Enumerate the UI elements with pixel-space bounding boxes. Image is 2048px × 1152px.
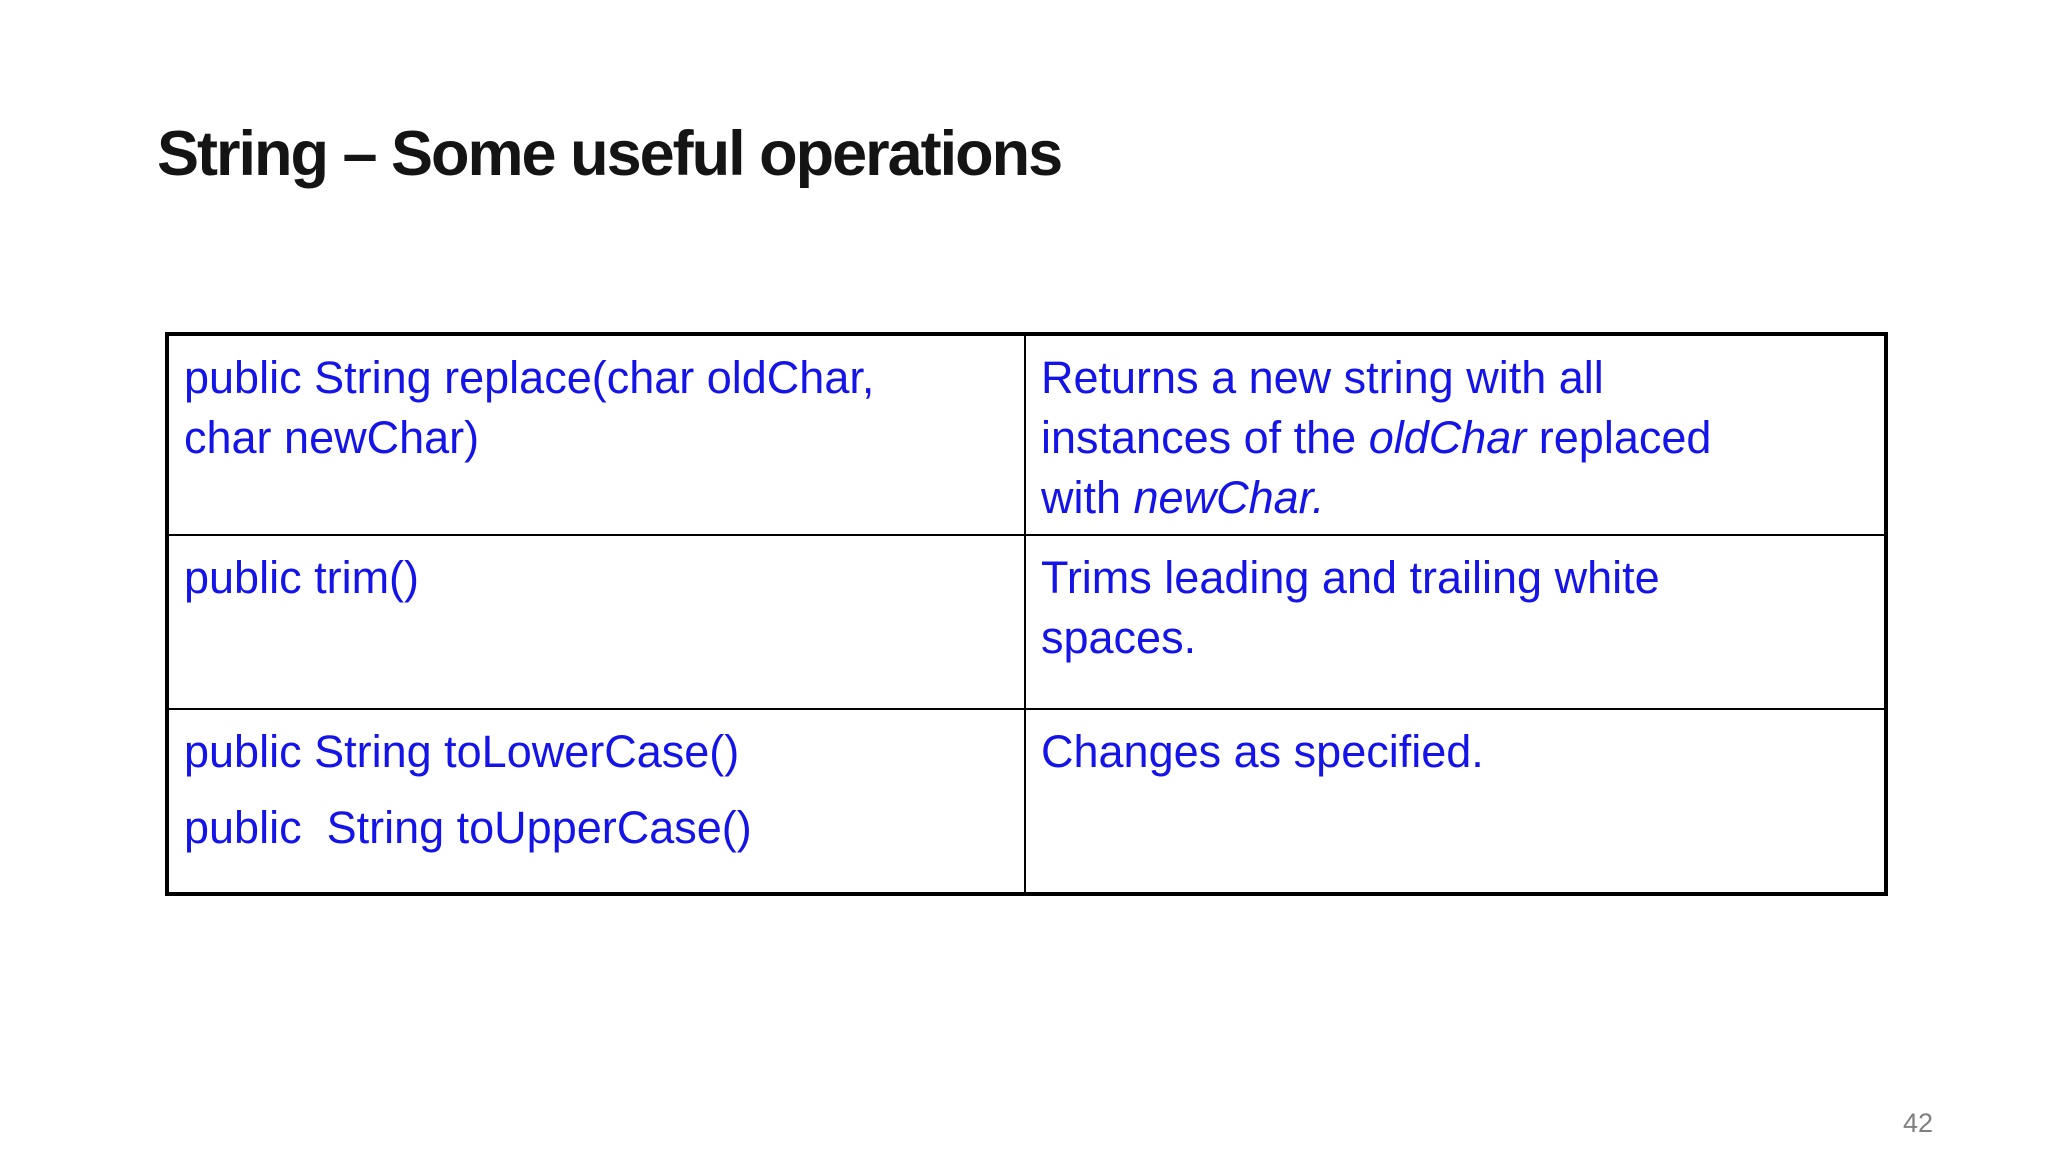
cell-replace-description: Returns a new string with all instances …: [1024, 333, 1887, 536]
signature-line: public String toLowerCase(): [184, 726, 740, 777]
table-row: public String toLowerCase() public Strin…: [166, 708, 1887, 895]
signature-line: public String toUpperCase(): [184, 802, 752, 853]
italic-term: newChar.: [1133, 472, 1325, 523]
signature-line: public trim(): [184, 552, 420, 603]
table-row: public trim() Trims leading and trailing…: [166, 534, 1887, 710]
cell-trim-signature: public trim(): [166, 534, 1026, 710]
signature-line: public String replace(char oldChar,: [184, 352, 875, 403]
description-line: instances of the oldChar replaced: [1041, 412, 1712, 463]
description-line: with newChar.: [1041, 472, 1325, 523]
cell-case-signatures: public String toLowerCase() public Strin…: [166, 708, 1026, 895]
description-line: Returns a new string with all: [1041, 352, 1604, 403]
cell-case-description: Changes as specified.: [1024, 708, 1887, 895]
italic-term: oldChar: [1368, 412, 1527, 463]
description-line: Trims leading and trailing white: [1041, 552, 1660, 603]
description-line: spaces.: [1041, 612, 1197, 663]
table-row: public String replace(char oldChar, char…: [166, 333, 1887, 536]
description-line: Changes as specified.: [1041, 726, 1484, 777]
cell-trim-description: Trims leading and trailing white spaces.: [1024, 534, 1887, 710]
page-title: String – Some useful operations: [157, 119, 1063, 189]
signature-line: char newChar): [184, 412, 480, 463]
string-operations-table: public String replace(char oldChar, char…: [165, 332, 1888, 896]
cell-replace-signature: public String replace(char oldChar, char…: [166, 333, 1026, 536]
page-number: 42: [1903, 1108, 1934, 1138]
